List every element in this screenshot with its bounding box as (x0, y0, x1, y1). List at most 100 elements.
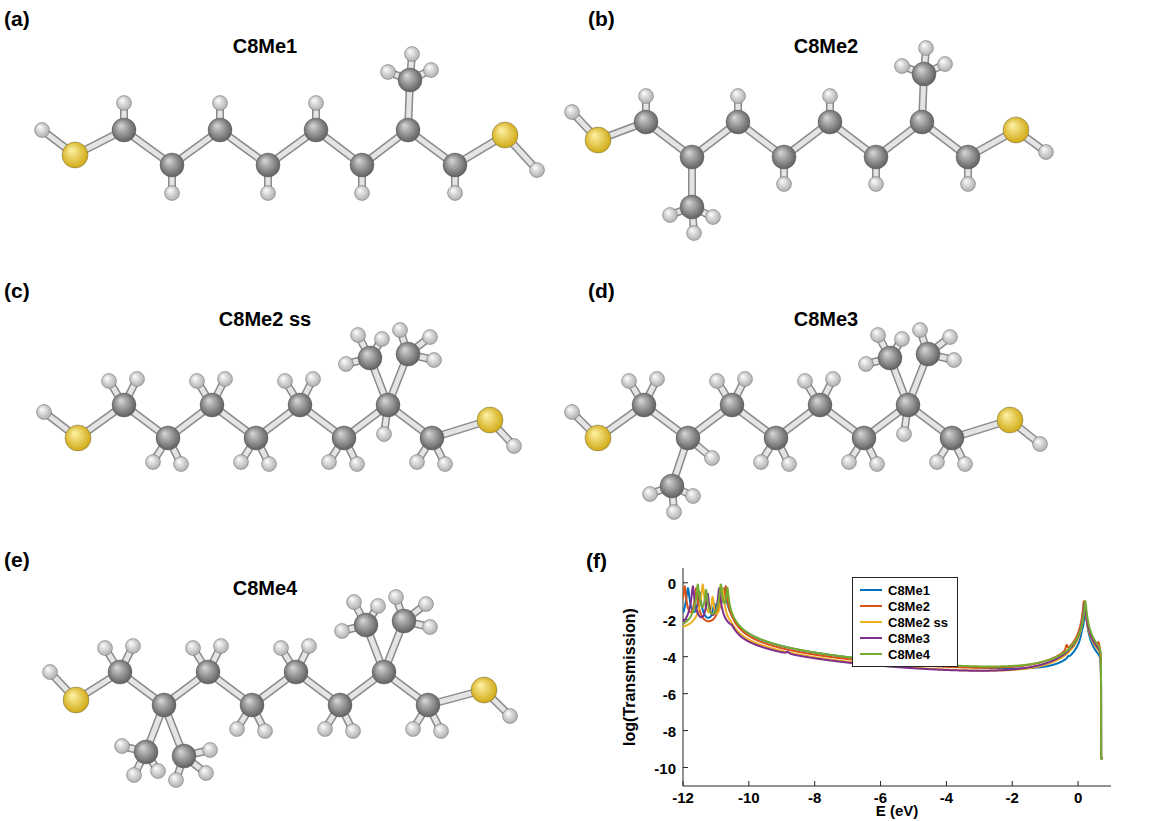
atom-sphere (200, 393, 224, 417)
atom-sphere (676, 426, 700, 450)
atom-sphere (190, 374, 205, 389)
transmission-curve (683, 586, 1103, 758)
atom-sphere (328, 693, 352, 717)
atom-sphere (234, 455, 249, 470)
atom-sphere (680, 195, 704, 219)
atom-sphere (37, 405, 52, 420)
atom-sphere (910, 110, 934, 134)
atom-sphere (244, 426, 268, 450)
atom-sphere (372, 660, 396, 684)
atom-sphere (396, 342, 420, 366)
atom-sphere (152, 693, 176, 717)
atom-sphere (997, 407, 1023, 433)
atom-sphere (650, 372, 665, 387)
molecule-model (35, 47, 545, 201)
atom-sphere (410, 455, 425, 470)
atom-sphere (130, 372, 145, 387)
atom-sphere (199, 766, 214, 781)
atom-sphere (335, 624, 350, 639)
atom-sphere (663, 208, 678, 223)
y-tick (683, 693, 688, 694)
atom-sphere (332, 426, 356, 450)
atom-sphere (350, 153, 374, 177)
atom-sphere (705, 451, 720, 466)
atom-sphere (375, 332, 390, 347)
atom-sphere (396, 118, 420, 142)
atom-sphere (392, 609, 416, 633)
atom-sphere (398, 68, 422, 92)
atom-sphere (43, 665, 58, 680)
atom-sphere (961, 177, 976, 192)
transmission-curve (683, 585, 1103, 759)
tick-label: -4 (663, 649, 676, 664)
atom-sphere (448, 186, 463, 201)
tick-label: -10 (654, 760, 676, 775)
atom-sphere (916, 342, 940, 366)
tick-label: -8 (663, 723, 676, 738)
atom-sphere (947, 353, 962, 368)
legend-text: C8Me2 ss (888, 616, 948, 629)
molecule-model (565, 41, 1054, 241)
atom-sphere (667, 505, 682, 520)
atom-sphere (895, 59, 910, 74)
atom-sphere (65, 425, 91, 451)
panel-label: (d) (588, 280, 615, 301)
atom-sphere (126, 639, 141, 654)
atom-sphere (871, 328, 886, 343)
atom-sphere (420, 426, 444, 450)
atom-sphere (354, 613, 378, 637)
tick-label: -2 (1006, 790, 1019, 805)
atom-sphere (98, 641, 113, 656)
tick-label: -2 (663, 612, 676, 627)
atom-sphere (371, 599, 386, 614)
atom-sphere (782, 457, 797, 472)
atom-sphere (938, 57, 953, 72)
tick-label: 0 (668, 575, 676, 590)
tick-label: 0 (1074, 790, 1082, 805)
atom-sphere (852, 426, 876, 450)
atom-sphere (956, 145, 980, 169)
atom-sphere (1039, 145, 1054, 160)
atom-sphere (108, 660, 132, 684)
atom-sphere (913, 323, 928, 338)
axis-title: E (eV) (876, 803, 919, 818)
atom-sphere (284, 660, 308, 684)
atom-sphere (112, 393, 136, 417)
atom-sphere (406, 722, 421, 737)
atom-sphere (214, 639, 229, 654)
molecule-model (37, 323, 522, 472)
atom-sphere (160, 153, 184, 177)
legend-text: C8Me1 (888, 584, 930, 597)
atom-sphere (174, 457, 189, 472)
atom-sphere (146, 455, 161, 470)
atom-sphere (443, 153, 467, 177)
atom-sphere (240, 693, 264, 717)
tick-label: -8 (808, 790, 821, 805)
atom-sphere (256, 153, 280, 177)
atom-sphere (416, 693, 440, 717)
panel-title: C8Me2 (794, 36, 858, 56)
y-axis (683, 568, 684, 786)
atom-sphere (304, 118, 328, 142)
y-tick (683, 767, 688, 768)
atom-sphere (218, 372, 233, 387)
molecule-model (43, 590, 518, 788)
atom-sphere (419, 597, 434, 612)
atom-sphere (731, 89, 746, 104)
atom-sphere (434, 724, 449, 739)
atom-sphere (339, 357, 354, 372)
atom-sphere (63, 687, 89, 713)
atom-sphere (208, 118, 232, 142)
atom-sphere (943, 330, 958, 345)
panel-label: (a) (4, 8, 30, 29)
atom-sphere (477, 407, 503, 433)
atom-sphere (165, 186, 180, 201)
atom-sphere (302, 639, 317, 654)
atom-sphere (764, 426, 788, 450)
atom-sphere (358, 346, 382, 370)
legend-box: C8Me1C8Me2C8Me2 ssC8Me3C8Me4 (852, 577, 958, 667)
x-tick (683, 781, 684, 786)
atom-sphere (261, 186, 276, 201)
atom-sphere (351, 328, 366, 343)
